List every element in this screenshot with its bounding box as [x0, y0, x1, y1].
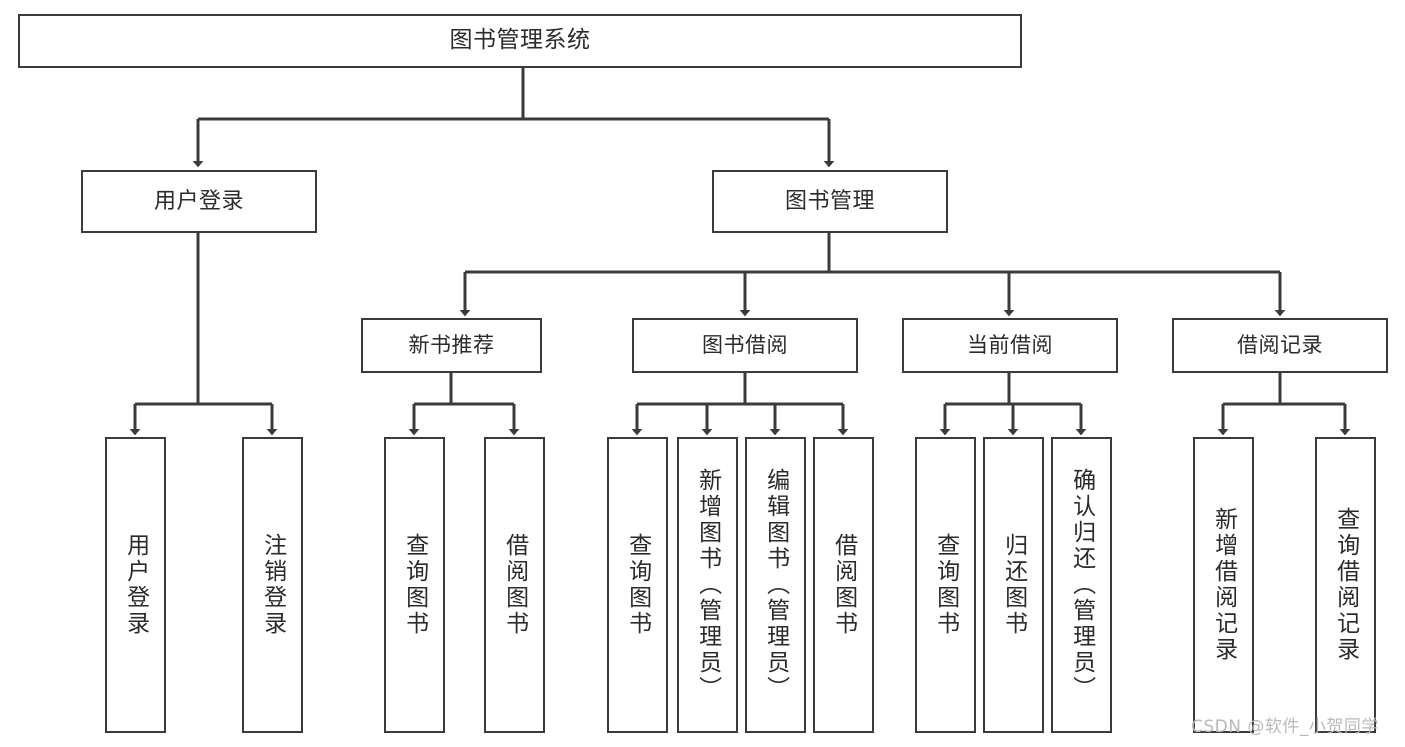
node-label: 图书管理: [784, 188, 875, 214]
leaf-borrow-record-query[interactable]: 查询借阅记录: [1315, 437, 1376, 733]
node-label: 编辑图书（管理员）: [762, 468, 789, 702]
leaf-current-borrow-query[interactable]: 查询图书: [915, 437, 976, 733]
node-label: 查询图书: [932, 533, 959, 637]
node-label: 新增借阅记录: [1210, 507, 1237, 663]
node-label: 新增图书（管理员）: [694, 468, 721, 702]
node-book-borrow[interactable]: 图书借阅: [632, 318, 858, 373]
node-label: 新书推荐: [408, 333, 495, 358]
node-book-management[interactable]: 图书管理: [712, 170, 948, 233]
leaf-book-borrow-add[interactable]: 新增图书（管理员）: [677, 437, 738, 733]
node-label: 图书借阅: [702, 333, 788, 358]
leaf-book-borrow-query[interactable]: 查询图书: [607, 437, 668, 733]
leaf-user-login-logout[interactable]: 注销登录: [242, 437, 303, 733]
node-label: 查询图书: [401, 533, 428, 637]
node-label: 查询图书: [624, 533, 651, 637]
node-label: 查询借阅记录: [1332, 507, 1359, 663]
node-label: 用户登录: [153, 188, 244, 214]
node-root-system[interactable]: 图书管理系统: [18, 14, 1022, 68]
watermark: CSDN @软件_小贺同学: [1191, 717, 1379, 737]
node-label: 借阅记录: [1237, 333, 1323, 358]
node-label: 用户登录: [122, 533, 149, 637]
leaf-book-borrow-borrow[interactable]: 借阅图书: [813, 437, 874, 733]
leaf-new-book-query[interactable]: 查询图书: [384, 437, 445, 733]
leaf-current-borrow-return[interactable]: 归还图书: [983, 437, 1044, 733]
node-borrow-record[interactable]: 借阅记录: [1172, 318, 1388, 373]
node-new-book-recommend[interactable]: 新书推荐: [361, 318, 542, 373]
node-current-borrow[interactable]: 当前借阅: [902, 318, 1118, 373]
leaf-book-borrow-edit[interactable]: 编辑图书（管理员）: [745, 437, 806, 733]
node-user-login[interactable]: 用户登录: [81, 170, 317, 233]
leaf-current-borrow-confirm-return[interactable]: 确认归还（管理员）: [1051, 437, 1112, 733]
node-label: 注销登录: [259, 533, 286, 637]
node-label: 当前借阅: [967, 333, 1053, 358]
node-label: 借阅图书: [830, 533, 857, 637]
leaf-borrow-record-add[interactable]: 新增借阅记录: [1193, 437, 1254, 733]
node-label: 图书管理系统: [449, 27, 591, 54]
node-label: 归还图书: [1000, 533, 1027, 637]
node-label: 确认归还（管理员）: [1068, 468, 1095, 702]
node-label: 借阅图书: [501, 533, 528, 637]
leaf-user-login-login[interactable]: 用户登录: [105, 437, 166, 733]
leaf-new-book-borrow[interactable]: 借阅图书: [484, 437, 545, 733]
